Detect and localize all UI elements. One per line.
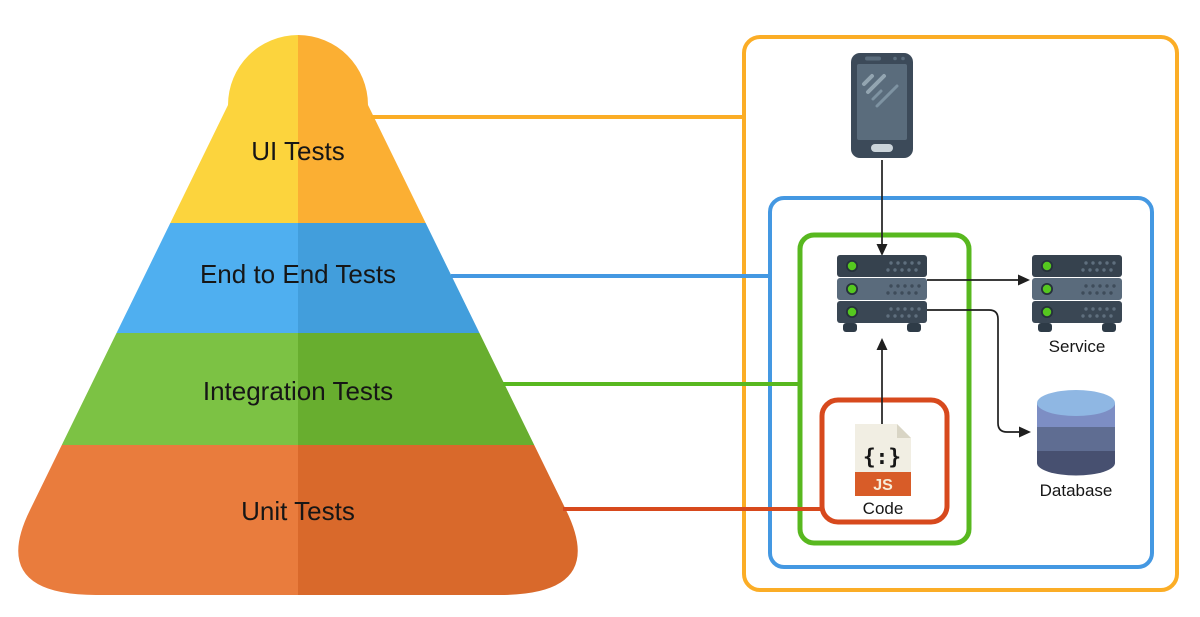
db-middle-band: [1037, 427, 1115, 451]
layer-right-half: [298, 445, 578, 595]
phone-home-button: [871, 144, 893, 152]
scope-boxes: [742, 35, 1179, 592]
phone-speaker: [865, 56, 881, 61]
test-pyramid: UI Tests End to End Tests Integration Te…: [18, 35, 578, 595]
layer-left-half: [18, 445, 298, 595]
pyramid-layer-unit-tests: [18, 445, 578, 595]
unit-tests-scope-box: [819, 397, 950, 525]
end-to-end-tests-label: End to End Tests: [200, 259, 396, 289]
db-bottom-band: [1037, 450, 1115, 476]
pyramid-layer-ui-tests: [18, 35, 578, 223]
arrow-phone-to-server: [876, 160, 888, 256]
js-badge: [855, 472, 911, 496]
code-paper-fold: [897, 424, 911, 438]
app-server-icon: [837, 255, 927, 332]
integration-tests-label: Integration Tests: [203, 376, 393, 406]
layer-right-half: [298, 35, 578, 223]
arrow-server-to-service: [927, 274, 1030, 286]
phone-screen-glare: [862, 74, 899, 108]
database-label: Database: [1040, 481, 1113, 500]
ui-tests-scope-box: [742, 35, 1179, 592]
code-braces-glyph: {:}: [863, 445, 901, 469]
phone-camera-dot: [901, 56, 905, 61]
db-top-ellipse: [1037, 390, 1115, 416]
js-code-file-icon: {:} JS: [855, 424, 911, 496]
flow-arrows: [876, 160, 1031, 438]
end-to-end-tests-scope-box: [768, 196, 1154, 569]
code-label: Code: [863, 499, 904, 518]
arrow-server-to-database: [927, 309, 1031, 438]
phone-camera-dot: [893, 56, 897, 61]
js-badge-label: JS: [873, 477, 893, 494]
connector-lines: [371, 115, 824, 511]
integration-tests-scope-box: [797, 232, 972, 546]
database-cylinder-icon: [1037, 390, 1115, 476]
unit-tests-label: Unit Tests: [241, 496, 355, 526]
arrow-code-to-server: [876, 338, 888, 424]
service-label: Service: [1049, 337, 1106, 356]
smartphone-icon: [851, 53, 913, 158]
layer-left-half: [18, 35, 298, 223]
ui-tests-label: UI Tests: [251, 136, 344, 166]
service-server-icon: [1032, 255, 1122, 332]
